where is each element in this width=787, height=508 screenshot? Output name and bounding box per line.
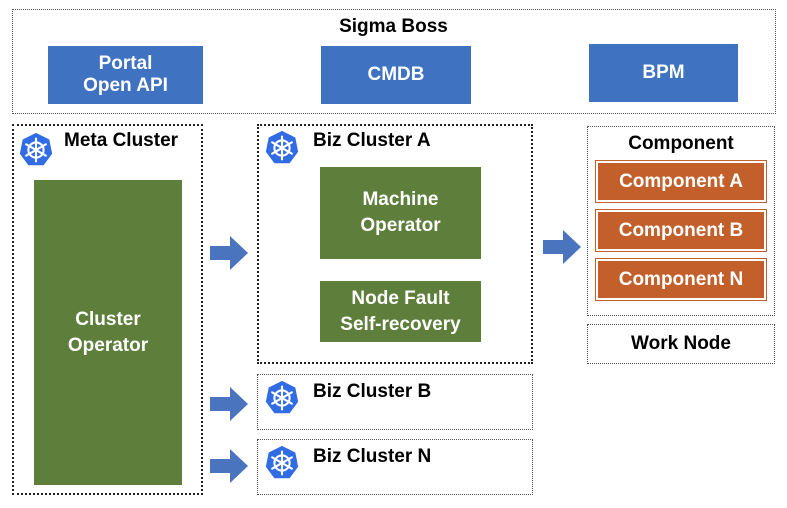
biz-cluster-b-title: Biz Cluster B — [313, 381, 432, 402]
sigma-boss-title: Sigma Boss — [339, 16, 448, 37]
arrow-right-icon — [543, 230, 581, 264]
cmdb-box: CMDB — [321, 46, 471, 104]
node-fault-line-2: Self-recovery — [340, 313, 461, 335]
machine-operator-line-1: Machine — [362, 189, 439, 210]
component-b-box: Component B — [595, 209, 767, 252]
biz-cluster-n-kubernetes-icon — [265, 445, 299, 479]
biz-cluster-b-panel — [257, 374, 533, 430]
biz-cluster-n-title: Biz Cluster N — [313, 446, 432, 467]
machine-operator-box: Machine Operator — [320, 167, 481, 259]
arrow-right-icon — [210, 387, 248, 421]
cluster-operator-box: Cluster Operator — [34, 180, 182, 485]
biz-cluster-b-kubernetes-icon — [265, 380, 299, 414]
work-node-label: Work Node — [631, 333, 731, 354]
component-a-label: Component A — [619, 170, 743, 192]
bpm-box: BPM — [589, 44, 738, 102]
meta-cluster-title: Meta Cluster — [64, 130, 179, 151]
portal-open-api-box: Portal Open API — [48, 46, 203, 104]
component-b-label: Component B — [618, 219, 744, 241]
biz-cluster-a-title: Biz Cluster A — [313, 130, 431, 151]
component-n-box: Component N — [595, 258, 767, 301]
node-fault-line-1: Node Fault — [351, 287, 450, 309]
biz-cluster-a-kubernetes-icon — [265, 130, 299, 164]
bpm-label: BPM — [642, 62, 685, 83]
arrow-right-icon — [210, 449, 248, 483]
biz-cluster-n-panel — [257, 439, 533, 495]
cmdb-label: CMDB — [367, 64, 425, 85]
component-title: Component — [628, 133, 734, 154]
cluster-operator-line-1: Cluster — [75, 308, 141, 330]
machine-operator-line-2: Operator — [360, 215, 441, 236]
node-fault-self-recovery-box: Node Fault Self-recovery — [320, 281, 481, 342]
arrow-right-icon — [210, 236, 248, 270]
meta-cluster-kubernetes-icon — [19, 132, 53, 166]
portal-open-api-line-2: Open API — [83, 75, 168, 96]
work-node-box: Work Node — [587, 324, 775, 364]
component-n-label: Component N — [618, 268, 744, 290]
portal-open-api-line-1: Portal — [98, 53, 153, 74]
cluster-operator-line-2: Operator — [67, 334, 149, 356]
component-a-box: Component A — [595, 160, 767, 203]
